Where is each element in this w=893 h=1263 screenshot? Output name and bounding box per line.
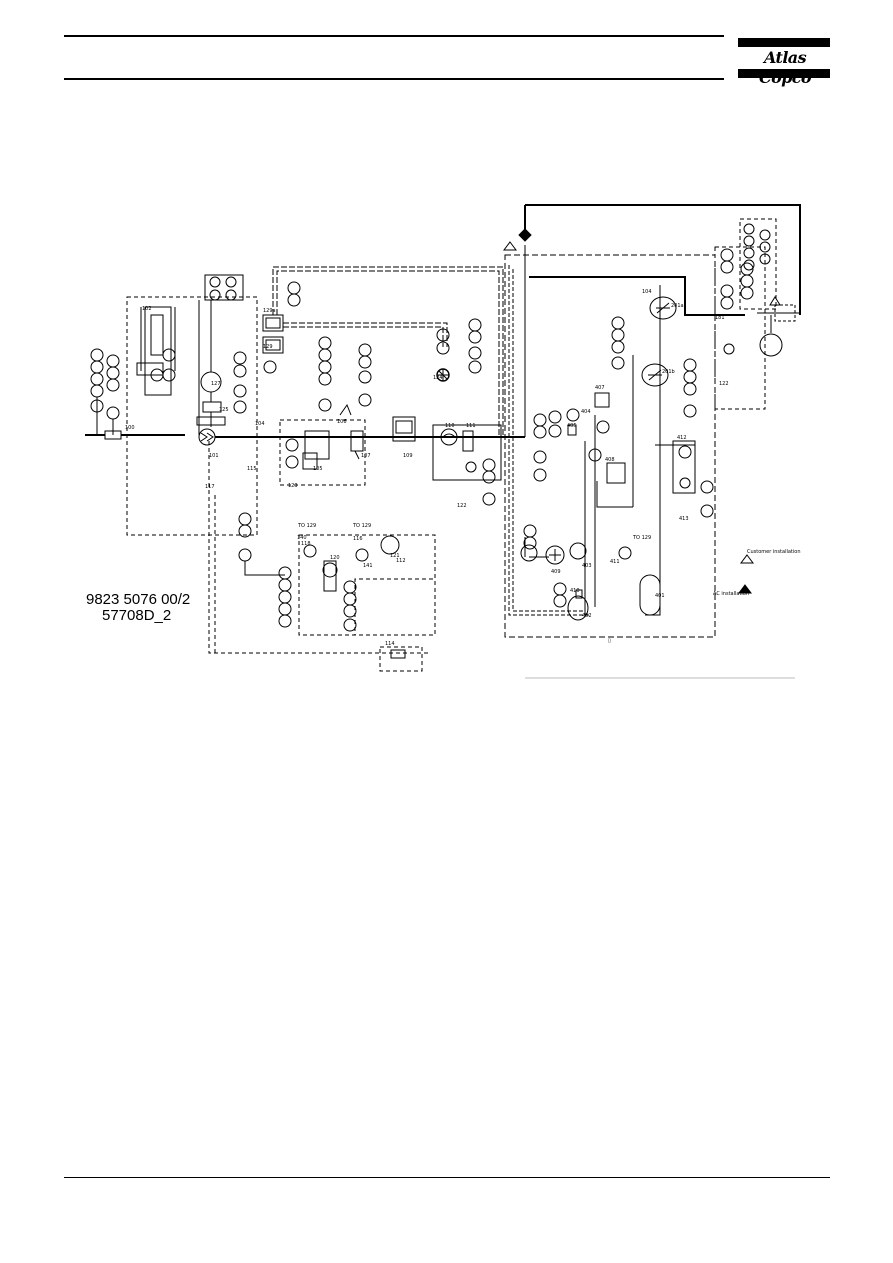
legend-customer-installation: Customer installation [747,549,800,555]
svg-text:115: 115 [247,466,257,472]
svg-text:111: 111 [466,423,476,429]
drawing-id: 57708D_2 [102,607,172,624]
svg-text:412: 412 [677,435,687,441]
svg-text:403: 403 [582,563,592,569]
svg-text:TO 129: TO 129 [632,535,651,541]
svg-text:114: 114 [385,641,395,647]
svg-text:TO 129: TO 129 [297,523,316,529]
svg-text:107: 107 [361,453,371,459]
svg-text:410: 410 [570,588,580,594]
svg-text:124: 124 [433,375,443,381]
header-bottom-rule [64,78,724,80]
svg-text:405: 405 [567,423,577,429]
svg-text:141: 141 [363,563,373,569]
legend-ac-installation: AC installation [713,591,749,597]
svg-text:407: 407 [595,385,605,391]
svg-text:101: 101 [209,453,219,459]
svg-text:100: 100 [125,425,135,431]
svg-text:TO 129: TO 129 [352,523,371,529]
svg-text:411: 411 [610,559,620,565]
svg-text:408: 408 [605,457,615,463]
svg-text:109: 109 [403,453,413,459]
svg-text:118: 118 [301,541,311,547]
svg-text:120: 120 [330,555,340,561]
svg-text:401: 401 [655,593,665,599]
svg-text:106: 106 [337,419,347,425]
svg-text:104: 104 [642,289,652,295]
svg-text:112: 112 [396,558,406,564]
svg-text:140: 140 [297,535,307,541]
svg-text:117: 117 [205,484,215,490]
brand-logo: Atlas Copco [738,38,830,87]
svg-text:201b: 201b [662,369,675,375]
svg-text:409: 409 [551,569,561,575]
svg-text:129a: 129a [263,308,276,314]
svg-text:122: 122 [719,381,729,387]
svg-text:104: 104 [255,421,265,427]
svg-text:125: 125 [219,407,229,413]
svg-text:123: 123 [288,483,298,489]
svg-text:102: 102 [142,306,152,312]
footer-rule [64,1177,830,1178]
svg-text:121: 121 [390,553,400,559]
svg-text:201a: 201a [671,303,684,309]
svg-text:181: 181 [715,315,725,321]
svg-text:▯: ▯ [608,638,611,644]
svg-text:116: 116 [353,536,363,542]
svg-text:129: 129 [263,344,273,350]
header-top-rule [64,35,724,37]
svg-text:105: 105 [313,466,323,472]
svg-text:122: 122 [457,503,467,509]
svg-text:127: 127 [211,381,221,387]
brand-logo-text: Atlas Copco [759,48,812,87]
svg-text:402: 402 [582,613,592,619]
svg-text:413: 413 [679,516,689,522]
doc-number: 9823 5076 00/2 [86,591,191,608]
svg-text:110: 110 [445,423,455,429]
svg-text:404: 404 [581,409,591,415]
